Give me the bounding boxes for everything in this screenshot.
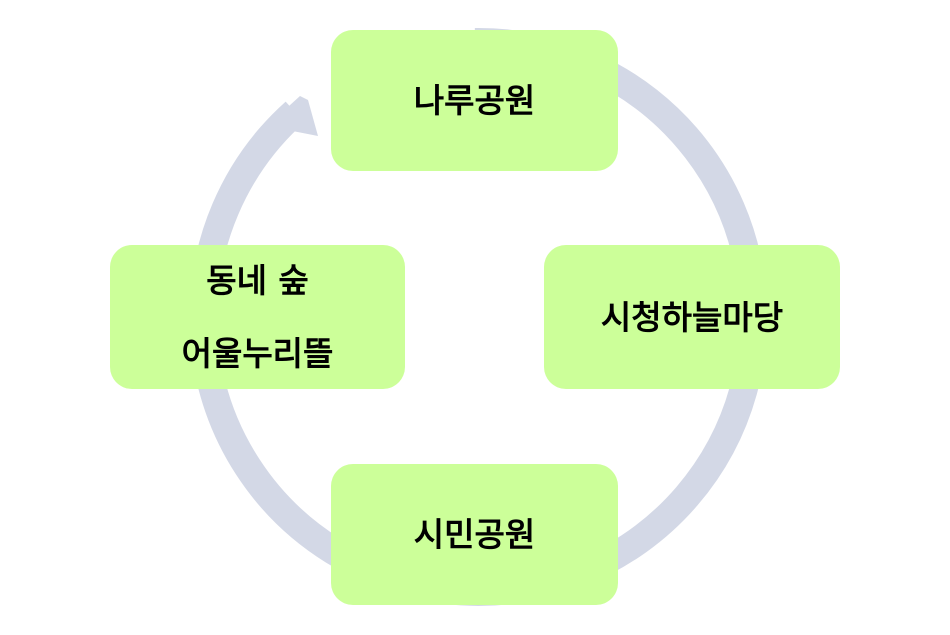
node-label: 나루공원 (413, 81, 536, 120)
node-label-line-2: 어울누리뜰 (181, 334, 334, 373)
arrowhead-icon (267, 96, 318, 136)
node-label-line-1: 동네 숲 (206, 261, 309, 300)
node-citizens-park: 시민공원 (331, 464, 618, 605)
node-city-hall-sky-plaza: 시청하늘마당 (544, 245, 840, 389)
node-neighborhood-forest: 동네 숲 어울누리뜰 (110, 245, 405, 389)
node-naru-park: 나루공원 (331, 30, 618, 171)
node-label: 시청하늘마당 (600, 297, 784, 337)
node-label: 시민공원 (413, 515, 536, 554)
